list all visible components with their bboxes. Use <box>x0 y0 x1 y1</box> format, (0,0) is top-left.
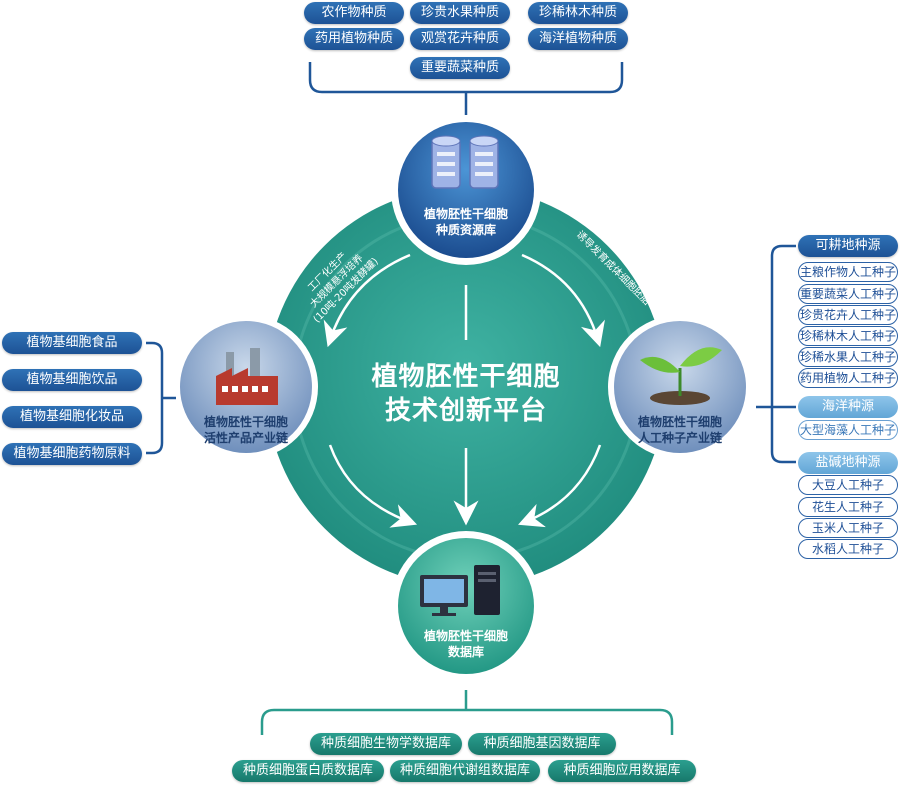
right-group-title: 可耕地种源 <box>798 235 898 257</box>
node-left-label: 植物胚性干细胞 活性产品产业链 <box>176 414 316 446</box>
bottom-item: 种质细胞生物学数据库 <box>310 733 462 755</box>
node-bottom-line2: 数据库 <box>447 645 484 659</box>
bottom-item: 种质细胞蛋白质数据库 <box>232 760 384 782</box>
top-item: 海洋植物种质 <box>528 28 628 50</box>
node-right-label: 植物胚性干细胞 人工种子产业链 <box>610 414 750 446</box>
central-circle <box>266 187 666 587</box>
right-item: 大豆人工种子 <box>798 475 898 495</box>
arrow-right-bottom <box>518 444 602 528</box>
bottom-item: 种质细胞应用数据库 <box>548 760 696 782</box>
right-item: 主粮作物人工种子 <box>798 262 898 282</box>
left-item: 植物基细胞食品 <box>2 332 142 354</box>
bottom-item: 种质细胞基因数据库 <box>468 733 616 755</box>
right-item: 珍贵花卉人工种子 <box>798 305 898 325</box>
node-top-label: 植物胚性干细胞 种质资源库 <box>396 206 536 238</box>
right-group-title: 海洋种源 <box>798 396 898 418</box>
node-right-line1: 植物胚性干细胞 <box>637 415 722 429</box>
right-item: 药用植物人工种子 <box>798 368 898 388</box>
bottom-item: 种质细胞代谢组数据库 <box>390 760 540 782</box>
left-item: 植物基细胞药物原料 <box>2 443 142 465</box>
arrow-top-right <box>521 253 605 348</box>
right-group-title: 盐碱地种源 <box>798 452 898 474</box>
center-title-line2: 技术创新平台 <box>384 396 547 426</box>
arrow-top-left <box>323 253 411 348</box>
top-item: 珍贵水果种质 <box>410 2 510 24</box>
factory-icon <box>216 348 278 405</box>
top-item: 珍稀林木种质 <box>528 2 628 24</box>
right-item: 大型海藻人工种子 <box>798 420 898 440</box>
right-item: 珍稀林木人工种子 <box>798 326 898 346</box>
node-bottom-line1: 植物胚性干细胞 <box>423 629 508 643</box>
top-item: 观赏花卉种质 <box>410 28 510 50</box>
top-item: 农作物种质 <box>304 2 404 24</box>
node-top-line2: 种质资源库 <box>435 223 496 237</box>
right-item: 重要蔬菜人工种子 <box>798 284 898 304</box>
node-left-line1: 植物胚性干细胞 <box>203 415 288 429</box>
left-item: 植物基细胞饮品 <box>2 369 142 391</box>
left-item: 植物基细胞化妆品 <box>2 406 142 428</box>
right-item: 水稻人工种子 <box>798 539 898 559</box>
center-title: 植物胚性干细胞 技术创新平台 <box>316 360 616 428</box>
node-right-line2: 人工种子产业链 <box>637 431 722 445</box>
center-title-line1: 植物胚性干细胞 <box>371 362 561 392</box>
right-item: 花生人工种子 <box>798 497 898 517</box>
node-bottom-label: 植物胚性干细胞 数据库 <box>396 628 536 660</box>
arrow-left-bottom <box>328 444 418 528</box>
server-icon <box>431 135 499 189</box>
computer-icon <box>420 565 500 616</box>
right-item: 珍稀水果人工种子 <box>798 347 898 367</box>
top-item: 重要蔬菜种质 <box>410 57 510 79</box>
seedling-icon <box>640 347 722 405</box>
top-item: 药用植物种质 <box>304 28 404 50</box>
right-item: 玉米人工种子 <box>798 518 898 538</box>
node-top-line1: 植物胚性干细胞 <box>423 207 508 221</box>
node-left-line2: 活性产品产业链 <box>203 431 288 445</box>
